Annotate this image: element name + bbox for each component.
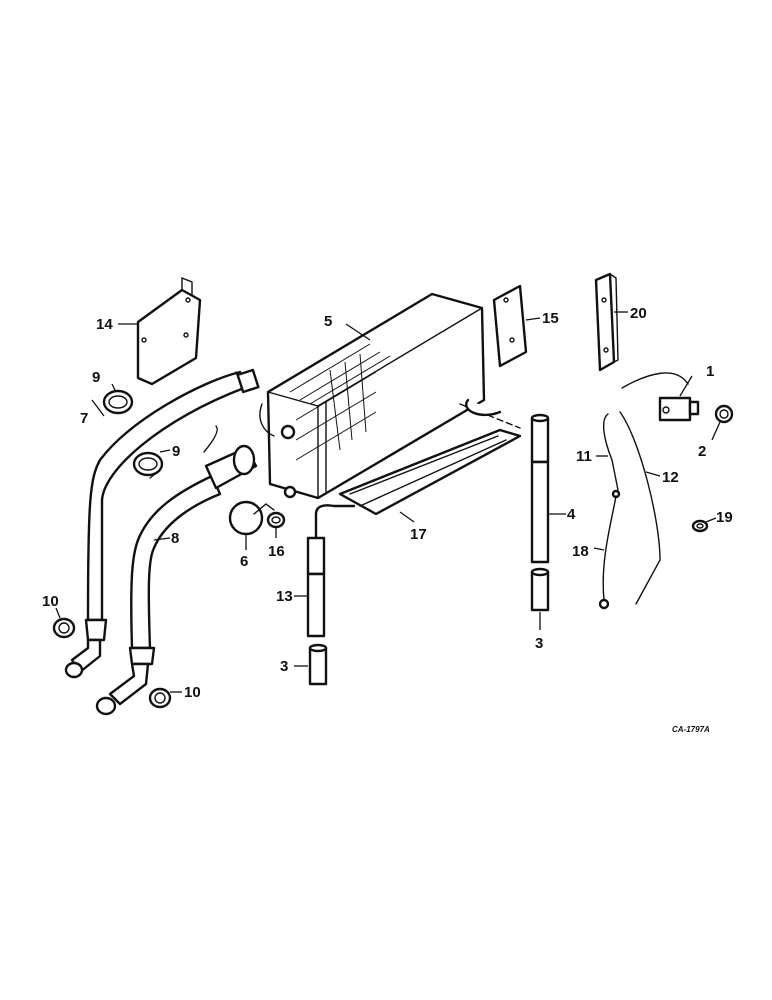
callout-4: 4 (567, 506, 576, 523)
drain-plug-3-right (530, 567, 550, 612)
drain-pan-17 (338, 398, 522, 516)
callout-12: 12 (662, 469, 679, 486)
callout-15: 15 (542, 310, 559, 327)
drain-tube-13 (306, 504, 356, 638)
knob-2 (714, 404, 734, 424)
callout-8: 8 (171, 530, 179, 547)
callout-6: 6 (240, 553, 248, 570)
callout-3-right: 3 (535, 635, 543, 652)
thermostat-switch-1 (621, 372, 700, 422)
callout-2: 2 (698, 443, 706, 460)
reference-code: CA-1797A (672, 725, 710, 734)
callout-16: 16 (268, 543, 285, 560)
cap-10-right (148, 687, 172, 709)
hose-7 (64, 368, 260, 679)
callout-19: 19 (716, 509, 733, 526)
cap-10-left (52, 617, 76, 639)
callout-14: 14 (96, 316, 113, 333)
callout-11: 11 (576, 448, 592, 465)
callout-9-lower: 9 (172, 443, 180, 460)
leader-lines (55, 311, 721, 693)
bracket-15 (492, 284, 528, 368)
fitting-16 (266, 511, 286, 529)
callout-1: 1 (706, 363, 714, 380)
callout-10-right: 10 (184, 684, 201, 701)
wire-12 (619, 411, 661, 605)
drain-tube-4 (530, 413, 550, 564)
expansion-valve-6 (203, 425, 275, 536)
callout-20: 20 (630, 305, 647, 322)
bracket-20 (594, 272, 619, 372)
clamp-9-lower (132, 451, 164, 477)
evaporator-core-5 (259, 292, 486, 500)
callout-3-left: 3 (280, 658, 288, 675)
drain-plug-3-left (308, 643, 328, 686)
callout-10-left: 10 (42, 593, 59, 610)
hose-8 (95, 444, 258, 716)
bracket-14 (136, 276, 202, 386)
callout-5: 5 (324, 313, 332, 330)
callout-7: 7 (80, 410, 88, 427)
clamp-9-upper (102, 389, 134, 415)
callout-17: 17 (410, 526, 427, 543)
wire-18 (598, 495, 617, 610)
wire-11 (602, 413, 621, 499)
callout-13: 13 (276, 588, 293, 605)
callout-9-upper: 9 (92, 369, 100, 386)
callout-18: 18 (572, 543, 589, 560)
grommet-19 (691, 519, 709, 533)
